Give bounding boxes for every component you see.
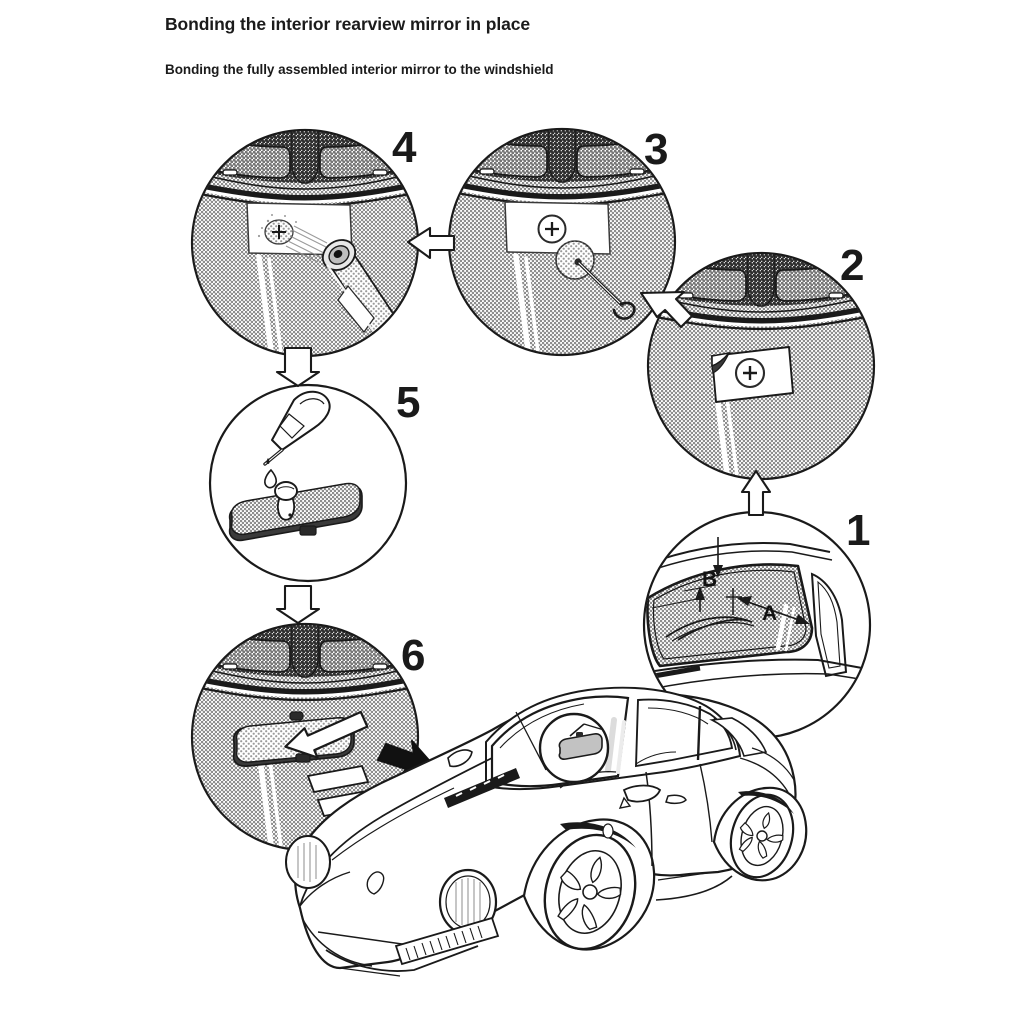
step-5-panel: 5 — [208, 378, 420, 583]
step-3-number: 3 — [644, 125, 668, 174]
step-5-scene — [211, 386, 405, 580]
dimension-a-label: A — [762, 602, 777, 625]
step-6-scene — [185, 617, 425, 857]
step-1-number: 1 — [846, 506, 870, 555]
dimension-a: A — [737, 596, 810, 625]
step-4-panel: 4 — [185, 123, 425, 363]
step-5-circle-border — [208, 383, 408, 583]
step-1-panel: B A 1 — [642, 506, 872, 740]
step-2-scene — [641, 246, 881, 486]
bonding-mark — [537, 214, 567, 244]
page-title: Bonding the interior rearview mirror in … — [165, 14, 531, 34]
porsche-911-illustration — [285, 686, 808, 977]
step-3-panel: 3 — [442, 122, 682, 362]
spray-target — [257, 214, 328, 263]
mirror-assembly — [228, 481, 363, 542]
step-3-scene — [442, 122, 682, 362]
step-1-scene: B A — [645, 513, 869, 737]
mounting-point-cross — [726, 588, 742, 615]
step-5-number: 5 — [396, 378, 420, 427]
page-subtitle: Bonding the fully assembled interior mir… — [165, 62, 554, 77]
locating-template — [711, 346, 794, 403]
step-2-number: 2 — [840, 241, 864, 290]
dimension-b: B — [651, 537, 723, 612]
arrow-step1-to-step2 — [740, 469, 772, 517]
step-4-number: 4 — [392, 123, 417, 172]
adhesive-drop — [264, 458, 277, 489]
arrow-step2-to-step3 — [639, 290, 694, 329]
dimension-b-label: B — [702, 568, 717, 591]
step-2-panel: 2 — [641, 241, 881, 486]
arrow-step4-to-step5 — [275, 346, 321, 388]
step-6-number: 6 — [401, 631, 425, 680]
arrow-step3-to-step4 — [406, 226, 456, 260]
step-4-scene — [185, 123, 425, 363]
arrow-step5-to-step6 — [275, 584, 321, 625]
aerosol-can — [321, 239, 405, 345]
abrasive-pad-tool — [555, 240, 636, 320]
